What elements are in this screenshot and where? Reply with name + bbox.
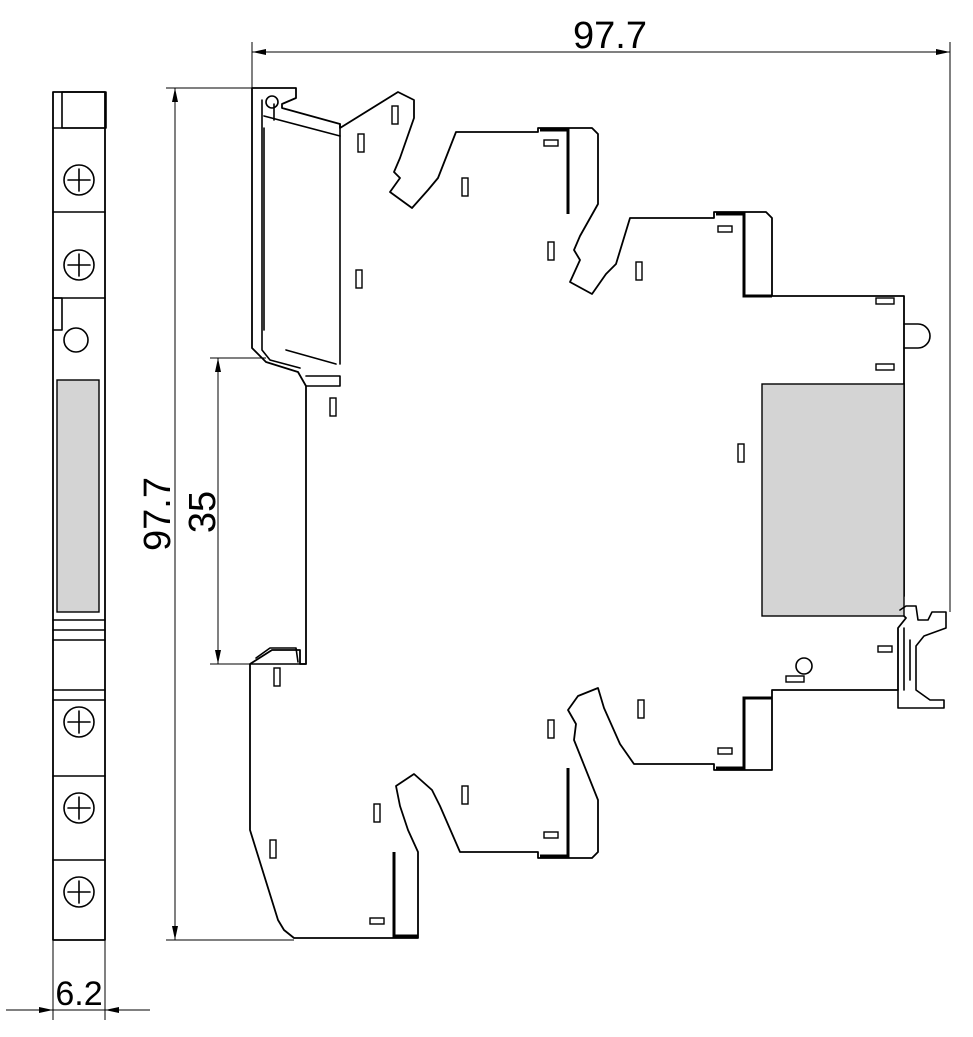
dimension-label-overall-width: 97.7 [573,15,647,57]
terminal-screw-icon [63,876,95,908]
terminal-screw-icon [63,164,95,196]
led-indicator-icon [903,323,931,349]
front-view-relay-window [56,379,100,613]
front-view-release-tab [52,297,63,331]
dimension-module-width: 6.2 [6,940,150,1020]
dimension-label-module-width: 6.2 [55,975,102,1013]
dimension-label-rail-height: 35 [182,491,224,533]
dimension-label-overall-height: 97.7 [137,477,179,551]
terminal-screw-icon [63,792,95,824]
terminal-screw-icon [63,706,95,738]
front-view-led-icon [63,327,89,353]
dimension-rail-height: 35 [182,357,266,665]
test-point-icon [795,657,813,675]
dimension-overall-height: 97.7 [137,87,294,941]
front-view [52,91,107,941]
dimension-overall-width: 97.7 [251,15,951,612]
side-view-relay-block [761,383,905,617]
side-view [249,87,947,939]
terminal-screw-icon [63,249,95,281]
clip-hole-icon [265,95,279,109]
